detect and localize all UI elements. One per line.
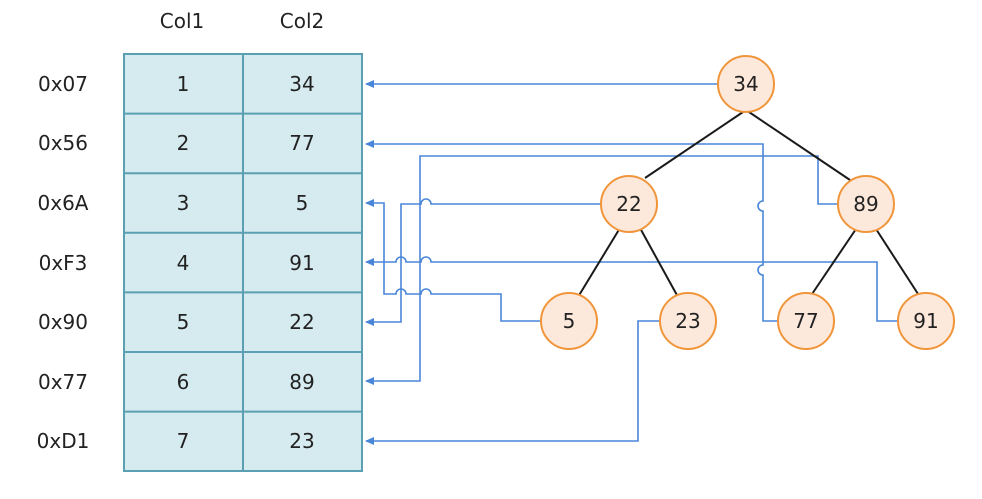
tree-node-right: 89: [837, 175, 895, 233]
tree-node-circle: [897, 292, 955, 350]
tree-node-label: 22: [616, 192, 641, 216]
table-cell-col2: 91: [289, 251, 314, 275]
table-cell-col2: 34: [289, 72, 314, 96]
row-address: 0xF3: [39, 251, 88, 275]
table-cell-col1: 1: [177, 72, 190, 96]
tree-edge: [639, 227, 679, 298]
column-header-col2: Col2: [280, 9, 324, 33]
tree-edge: [809, 228, 857, 298]
table-cell-col2: 89: [289, 370, 314, 394]
row-address: 0x56: [38, 131, 88, 155]
table-cell-col1: 4: [177, 251, 190, 275]
column-header-col1: Col1: [160, 9, 204, 33]
tree-nodes: 34 22 89 5 23 77 91: [540, 55, 955, 350]
table-cell-col1: 3: [177, 191, 190, 215]
table-cell-col1: 7: [177, 429, 190, 453]
tree-node-circle: [777, 292, 835, 350]
table-cell-col1: 6: [177, 370, 190, 394]
tree-node-circle: [540, 292, 598, 350]
table-cell-col1: 2: [177, 131, 190, 155]
table-cell-col2: 23: [289, 429, 314, 453]
tree-edges: [577, 109, 921, 298]
pointer-arrow: [365, 140, 778, 322]
tree-edge: [745, 109, 851, 181]
tree-node-left: 22: [600, 175, 658, 233]
table-cell-col1: 5: [177, 310, 190, 334]
tree-node-label: 34: [733, 72, 758, 96]
tree-node-leaf: 77: [777, 292, 835, 350]
tree-node-label: 5: [563, 309, 576, 333]
tree-node-leaf: 23: [659, 292, 717, 350]
pointer-arrow: [365, 256, 900, 322]
table-cells: 1 34 2 77 3 5 4 91 5 22 6 89 7 23: [177, 72, 315, 453]
pointer-arrow: [365, 199, 540, 322]
tree-edge: [875, 228, 921, 298]
row-address: 0x07: [38, 72, 88, 96]
tree-node-label: 77: [793, 309, 818, 333]
row-address: 0x6A: [38, 191, 89, 215]
pointer-arrow: [365, 155, 838, 385]
tree-node-circle: [600, 175, 658, 233]
row-address: 0xD1: [37, 429, 90, 453]
pointer-arrow: [365, 198, 600, 326]
pointer-arrow: [365, 320, 660, 445]
tree-edge: [644, 109, 747, 179]
pointer-arrows: [365, 80, 900, 445]
row-address: 0x77: [38, 370, 88, 394]
tree-node-leaf: 91: [897, 292, 955, 350]
row-addresses: 0x07 0x56 0x6A 0xF3 0x90 0x77 0xD1: [37, 72, 90, 453]
table-cell-col2: 77: [289, 131, 314, 155]
tree-node-root: 34: [717, 55, 775, 113]
tree-node-leaf: 5: [540, 292, 598, 350]
table-cell-col2: 22: [289, 310, 314, 334]
tree-node-circle: [717, 55, 775, 113]
data-table: [123, 53, 363, 472]
row-address: 0x90: [38, 310, 88, 334]
tree-node-label: 91: [913, 309, 938, 333]
table-cell-col2: 5: [296, 191, 309, 215]
tree-node-label: 89: [853, 192, 878, 216]
tree-edge: [577, 227, 621, 298]
tree-node-label: 23: [675, 309, 700, 333]
tree-node-circle: [837, 175, 895, 233]
tree-node-circle: [659, 292, 717, 350]
